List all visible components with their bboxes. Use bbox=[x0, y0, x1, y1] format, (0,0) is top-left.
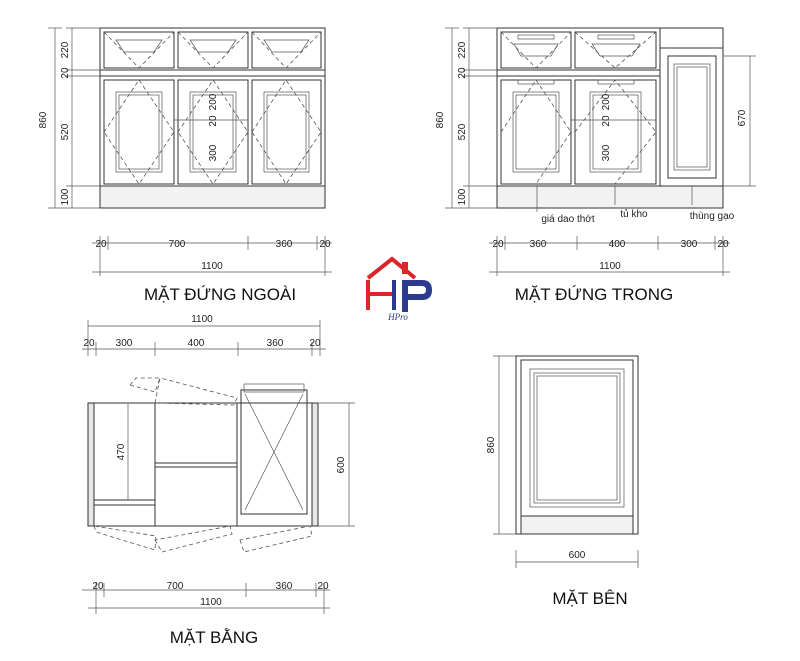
front-outer-dim-300: 300 bbox=[208, 144, 219, 161]
side-plinth bbox=[520, 515, 634, 535]
front-inner-dim-20b: 20 bbox=[601, 115, 612, 127]
front-outer-title: MẶT ĐỨNG NGOÀI bbox=[144, 285, 296, 304]
front-inner-dim-220: 220 bbox=[457, 41, 468, 58]
front-outer-dim-100: 100 bbox=[60, 188, 71, 205]
hpro-logo: HPro bbox=[366, 256, 432, 322]
front-outer-drawer-3 bbox=[251, 31, 322, 69]
front-inner-dim-h400: 400 bbox=[609, 239, 626, 250]
front-inner-dim-860: 860 bbox=[435, 111, 446, 128]
plan-dim-600: 600 bbox=[336, 456, 347, 473]
front-inner-dim-h300: 300 bbox=[681, 239, 698, 250]
front-inner-dim-100: 100 bbox=[457, 188, 468, 205]
plan-rice-bin bbox=[240, 389, 308, 515]
logo-text: HPro bbox=[387, 312, 408, 322]
front-inner-dim-200: 200 bbox=[601, 93, 612, 110]
plan-dim-top-300: 300 bbox=[116, 338, 133, 349]
front-outer-dim-h1100: 1100 bbox=[201, 261, 223, 272]
front-outer-dim-h360: 360 bbox=[276, 239, 293, 250]
plan-dim-470: 470 bbox=[116, 443, 127, 460]
plan-dim-bottom-20b: 20 bbox=[317, 581, 329, 592]
front-inner-plinth bbox=[496, 185, 724, 209]
front-outer-dim-200: 200 bbox=[208, 93, 219, 110]
plan-dim-top-1100: 1100 bbox=[191, 314, 213, 325]
front-inner-dim-20: 20 bbox=[457, 67, 468, 79]
front-inner-dim-300: 300 bbox=[601, 144, 612, 161]
side-dim-860: 860 bbox=[486, 436, 497, 453]
plan-dim-top-360: 360 bbox=[267, 338, 284, 349]
plan-dim-bottom-20a: 20 bbox=[92, 581, 104, 592]
front-inner-dim-h360: 360 bbox=[530, 239, 547, 250]
plan-body bbox=[87, 402, 319, 527]
front-outer-dim-h20a: 20 bbox=[95, 239, 107, 250]
front-outer-dim-20: 20 bbox=[60, 67, 71, 79]
plan-dim-bottom-1100: 1100 bbox=[200, 597, 222, 608]
front-outer-dim-860: 860 bbox=[38, 111, 49, 128]
front-inner-dim-h20a: 20 bbox=[492, 239, 504, 250]
front-outer-door-1 bbox=[103, 79, 175, 185]
front-outer-dim-h700: 700 bbox=[169, 239, 186, 250]
front-inner-drawer-1 bbox=[500, 31, 572, 69]
side-title: MẶT BÊN bbox=[552, 589, 627, 608]
annotation-rice-bin: thùng gạo bbox=[690, 211, 735, 222]
annotation-knife-rack: giá dao thớt bbox=[541, 214, 594, 225]
front-inner-dim-h20b: 20 bbox=[717, 239, 729, 250]
front-inner-title: MẶT ĐỨNG TRONG bbox=[515, 285, 673, 304]
plan-dim-bottom-360: 360 bbox=[276, 581, 293, 592]
front-inner-door-1 bbox=[500, 79, 572, 185]
side-dim-600: 600 bbox=[569, 550, 586, 561]
front-inner-door-2 bbox=[574, 79, 657, 185]
annotation-drawer-cabinet: tủ kho bbox=[620, 208, 648, 220]
front-outer-drawer-1 bbox=[103, 31, 175, 69]
front-outer-drawer-2 bbox=[177, 31, 249, 69]
plan-dim-top-20a: 20 bbox=[83, 338, 95, 349]
front-outer-dim-520: 520 bbox=[60, 123, 71, 140]
plan-view: 1100 20 300 400 360 20 470 bbox=[82, 314, 355, 647]
plan-title: MẶT BẰNG bbox=[170, 628, 258, 647]
front-inner-dim-670: 670 bbox=[737, 109, 748, 126]
side-elevation: 860 600 MẶT BÊN bbox=[486, 355, 639, 608]
front-inner-elevation: giá dao thớt tủ kho thùng gạo 860 220 20… bbox=[435, 27, 756, 304]
front-outer-dim-220: 220 bbox=[60, 41, 71, 58]
front-inner-dim-520: 520 bbox=[457, 123, 468, 140]
front-inner-rice-bin-door bbox=[667, 55, 717, 179]
plan-dim-bottom-700: 700 bbox=[167, 581, 184, 592]
plan-dim-top-20b: 20 bbox=[309, 338, 321, 349]
front-inner-drawer-2 bbox=[574, 31, 657, 69]
front-outer-plinth bbox=[99, 185, 326, 209]
front-outer-door-3 bbox=[251, 79, 322, 185]
front-outer-dim-20b: 20 bbox=[208, 115, 219, 127]
front-outer-dim-h20b: 20 bbox=[319, 239, 331, 250]
front-inner-dim-h1100: 1100 bbox=[599, 261, 621, 272]
front-outer-elevation: 860 220 20 520 100 200 20 300 20 700 360… bbox=[38, 27, 332, 304]
plan-dim-top-400: 400 bbox=[188, 338, 205, 349]
